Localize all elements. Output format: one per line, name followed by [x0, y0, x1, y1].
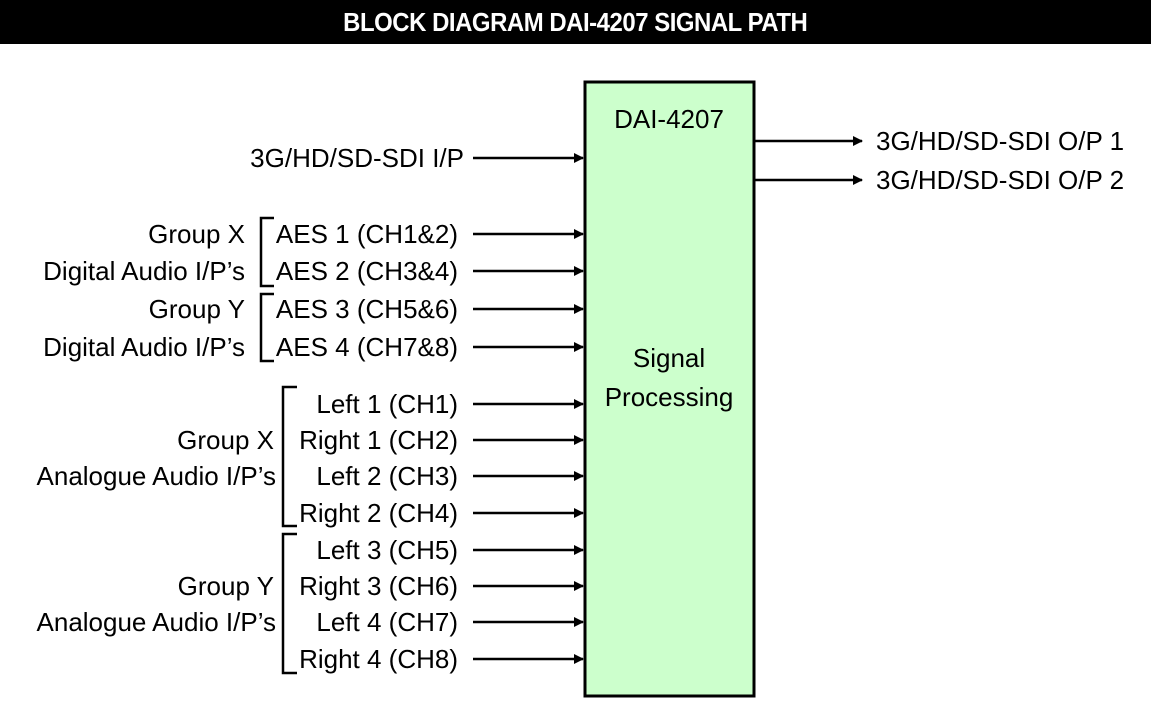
input-label-aes1: AES 1 (CH1&2): [276, 219, 458, 249]
sdi-input: 3G/HD/SD-SDI I/P: [250, 143, 584, 173]
input-label-aes4: AES 4 (CH7&8): [276, 332, 458, 362]
analogue-group-y-type: Analogue Audio I/P’s: [37, 607, 276, 637]
input-label-left1: Left 1 (CH1): [316, 389, 458, 419]
analogue-group-x-label: Group X: [177, 425, 274, 455]
sdi-outputs: 3G/HD/SD-SDI O/P 1 3G/HD/SD-SDI O/P 2: [755, 126, 1124, 195]
input-label-aes2: AES 2 (CH3&4): [276, 256, 458, 286]
digital-group-x-bracket: [259, 216, 274, 288]
input-label-right4: Right 4 (CH8): [299, 644, 458, 674]
title-bar: BLOCK DIAGRAM DAI-4207 SIGNAL PATH: [0, 0, 1151, 44]
analogue-group-y: Group Y Analogue Audio I/P’s Left 3 (CH5…: [37, 532, 584, 675]
block-function-line2: Processing: [605, 382, 734, 412]
block-function-line1: Signal: [633, 343, 705, 373]
analogue-group-x-type: Analogue Audio I/P’s: [37, 461, 276, 491]
digital-group-y-label: Group Y: [149, 294, 245, 324]
input-label-right3: Right 3 (CH6): [299, 571, 458, 601]
digital-group-x-label: Group X: [148, 219, 245, 249]
digital-group-y: Group Y Digital Audio I/P’s AES 3 (CH5&6…: [43, 292, 584, 363]
output-2-label: 3G/HD/SD-SDI O/P 2: [876, 165, 1124, 195]
input-label-right1: Right 1 (CH2): [299, 425, 458, 455]
sdi-input-label: 3G/HD/SD-SDI I/P: [250, 143, 464, 173]
analogue-group-y-bracket: [281, 532, 297, 675]
analogue-group-y-label: Group Y: [178, 571, 274, 601]
analogue-group-x: Group X Analogue Audio I/P’s Left 1 (CH1…: [37, 385, 584, 528]
digital-group-y-type: Digital Audio I/P’s: [43, 332, 245, 362]
input-label-left2: Left 2 (CH3): [316, 461, 458, 491]
output-1-label: 3G/HD/SD-SDI O/P 1: [876, 126, 1124, 156]
input-label-right2: Right 2 (CH4): [299, 498, 458, 528]
processing-block-rect: [583, 80, 756, 698]
block-name-label: DAI-4207: [614, 104, 724, 134]
input-label-left3: Left 3 (CH5): [316, 535, 458, 565]
dai-4207-block: DAI-4207 Signal Processing: [583, 80, 756, 698]
digital-group-x-type: Digital Audio I/P’s: [43, 256, 245, 286]
digital-group-y-bracket: [259, 292, 274, 363]
digital-group-x: Group X Digital Audio I/P’s AES 1 (CH1&2…: [43, 216, 584, 288]
diagram-title: BLOCK DIAGRAM DAI-4207 SIGNAL PATH: [343, 6, 808, 37]
input-label-left4: Left 4 (CH7): [316, 607, 458, 637]
input-label-aes3: AES 3 (CH5&6): [276, 294, 458, 324]
analogue-group-x-bracket: [281, 385, 297, 528]
